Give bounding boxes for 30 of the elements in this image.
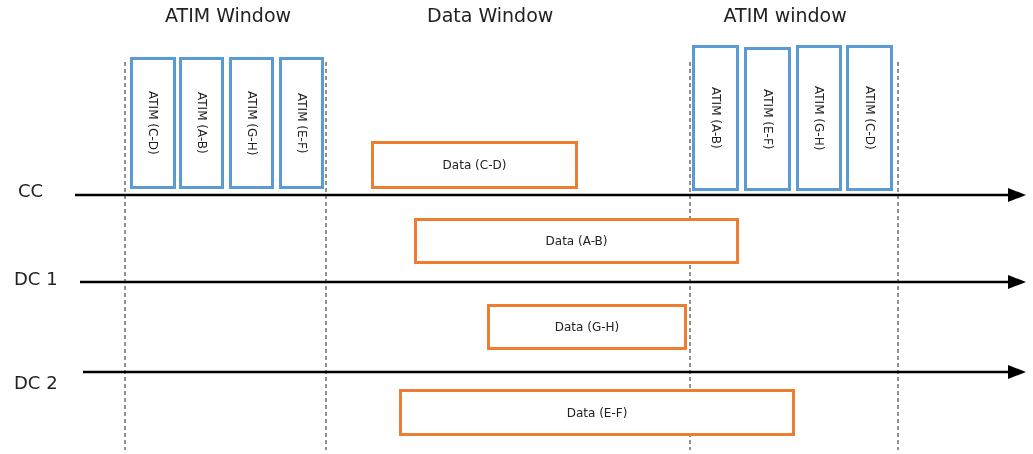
- atim-slot-box: [846, 45, 893, 191]
- slot-label: ATIM (C-D): [862, 86, 877, 150]
- atim-slot-box: [130, 57, 176, 189]
- slot-label: ATIM (G-H): [812, 85, 826, 151]
- slot-label: ATIM (E-F): [294, 92, 309, 154]
- timeline-label: DC 1: [14, 268, 58, 289]
- atim-slot-box: [796, 45, 842, 191]
- slot-label: ATIM (C-D): [146, 91, 160, 155]
- atim-slot-box: [279, 57, 324, 189]
- atim-slot-box: [692, 45, 739, 191]
- data-slot-box: [414, 218, 739, 264]
- window-heading: ATIM Window: [165, 4, 292, 26]
- slot-label: Data (C-D): [442, 158, 507, 172]
- data-slot-box: [399, 389, 795, 436]
- slot-label: Data (E-F): [566, 405, 628, 420]
- window-heading: Data Window: [427, 4, 554, 26]
- slot-label: Data (G-H): [554, 320, 620, 334]
- window-heading: ATIM window: [723, 4, 847, 26]
- slot-label: ATIM (A-B): [708, 87, 723, 149]
- timeline-label: CC: [18, 180, 44, 201]
- slot-label: Data (A-B): [545, 234, 608, 248]
- atim-slot-box: [744, 47, 791, 191]
- slot-label: ATIM (G-H): [244, 90, 259, 156]
- atim-slot-box: [229, 57, 274, 189]
- atim-slot-box: [179, 57, 224, 189]
- data-slot-box: [371, 141, 578, 189]
- slot-label: ATIM (A-B): [194, 92, 209, 154]
- data-slot-box: [487, 304, 687, 350]
- slot-label: ATIM (E-F): [760, 88, 775, 150]
- timeline-label: DC 2: [14, 372, 58, 393]
